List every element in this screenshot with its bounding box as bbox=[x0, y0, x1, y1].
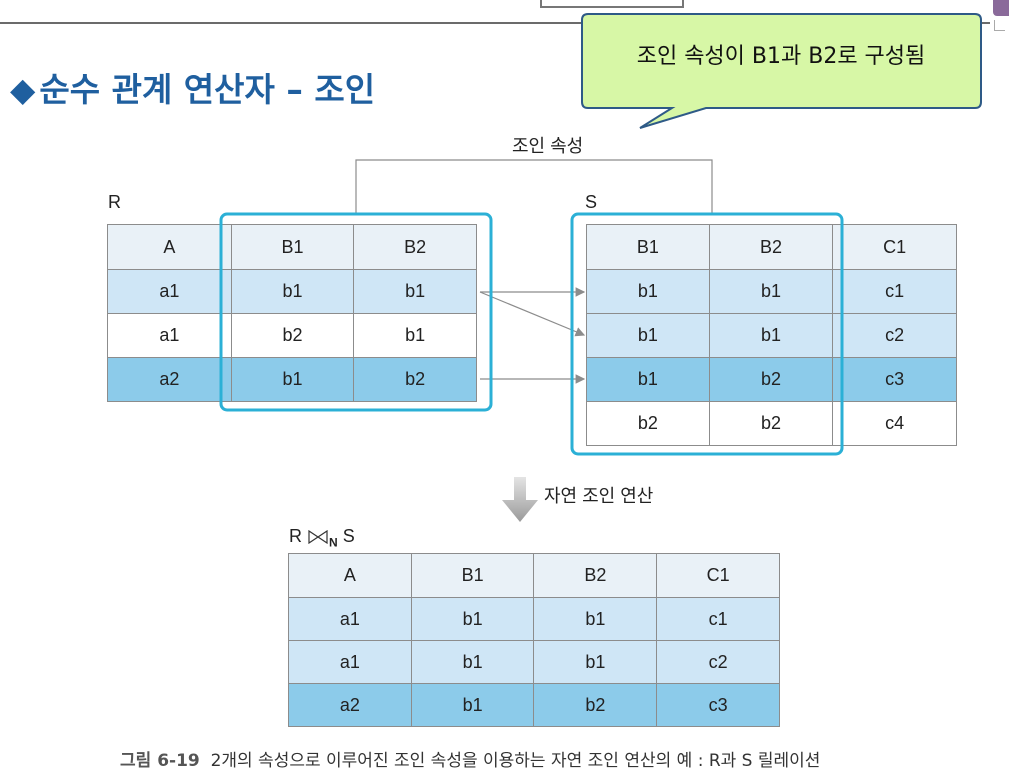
result-left-name: R bbox=[289, 526, 302, 546]
table-header-row: A B1 B2 bbox=[107, 224, 477, 270]
table-cell: b1 bbox=[533, 597, 658, 641]
table-row: a1 b1 b1 c1 bbox=[288, 597, 780, 641]
table-cell: b1 bbox=[230, 357, 355, 402]
table-cell: c2 bbox=[656, 640, 780, 684]
page-title-text: 순수 관계 연산자 – 조인 bbox=[39, 70, 376, 109]
down-arrow-icon bbox=[502, 477, 538, 522]
table-cell: b1 bbox=[708, 269, 834, 314]
table-cell: c4 bbox=[832, 401, 957, 446]
table-cell: b1 bbox=[410, 683, 535, 727]
header-cell: A bbox=[107, 224, 232, 270]
table-cell: b1 bbox=[586, 313, 710, 358]
result-relation-name: R N S bbox=[289, 526, 355, 550]
table-cell: b2 bbox=[230, 313, 355, 358]
top-tab-marker bbox=[540, 0, 684, 8]
table-cell: c3 bbox=[832, 357, 957, 402]
header-cell: C1 bbox=[832, 224, 957, 270]
table-row: b1 b1 c2 bbox=[586, 313, 957, 358]
table-cell: b1 bbox=[708, 313, 834, 358]
table-row: a2 b1 b2 bbox=[107, 357, 477, 402]
table-cell: c1 bbox=[656, 597, 780, 641]
table-row: b2 b2 c4 bbox=[586, 401, 957, 446]
figure-caption-text: 2개의 속성으로 이루어진 조인 속성을 이용하는 자연 조인 연산의 예 : … bbox=[210, 751, 821, 771]
header-cell: B2 bbox=[708, 224, 834, 270]
result-right-name: S bbox=[342, 526, 355, 546]
relation-r-name: R bbox=[108, 192, 121, 212]
table-row: a1 b2 b1 bbox=[107, 313, 477, 358]
header-cell: B2 bbox=[533, 553, 658, 598]
header-cell: B1 bbox=[230, 224, 355, 270]
table-cell: b2 bbox=[353, 357, 477, 402]
corner-decoration-line bbox=[994, 20, 1005, 31]
table-row: a2 b1 b2 c3 bbox=[288, 683, 780, 727]
join-attribute-label: 조인 속성 bbox=[512, 136, 584, 156]
result-join-subscript: N bbox=[329, 535, 338, 550]
table-cell: b2 bbox=[533, 683, 658, 727]
table-cell: b1 bbox=[410, 640, 535, 684]
table-cell: b2 bbox=[708, 401, 834, 446]
figure-number: 그림 6-19 bbox=[120, 751, 200, 771]
join-attribute-bracket bbox=[355, 159, 713, 214]
arrow-r1-s2 bbox=[479, 291, 586, 337]
table-header-row: A B1 B2 C1 bbox=[288, 553, 780, 598]
table-cell: b1 bbox=[353, 313, 477, 358]
table-cell: c3 bbox=[656, 683, 780, 727]
table-header-row: B1 B2 C1 bbox=[586, 224, 957, 270]
table-row: a1 b1 b1 c2 bbox=[288, 640, 780, 684]
callout-text: 조인 속성이 B1과 B2로 구성됨 bbox=[636, 44, 926, 69]
table-cell: b1 bbox=[586, 269, 710, 314]
bowtie-join-icon bbox=[308, 530, 328, 545]
table-cell: b1 bbox=[410, 597, 535, 641]
table-cell: a1 bbox=[288, 597, 412, 641]
relation-r-table: A B1 B2 a1 b1 b1 a1 b2 b1 a2 b1 b2 bbox=[107, 224, 477, 402]
table-cell: b1 bbox=[533, 640, 658, 684]
diamond-bullet-icon: ◆ bbox=[10, 70, 36, 109]
result-table: A B1 B2 C1 a1 b1 b1 c1 a1 b1 b1 c2 a2 b1… bbox=[288, 553, 780, 727]
s-join-attribute-highlight bbox=[570, 212, 844, 456]
table-row: b1 b1 c1 bbox=[586, 269, 957, 314]
figure-caption: 그림 6-19 2개의 속성으로 이루어진 조인 속성을 이용하는 자연 조인 … bbox=[120, 746, 820, 771]
header-cell: B2 bbox=[353, 224, 477, 270]
relation-s-table: B1 B2 C1 b1 b1 c1 b1 b1 c2 b1 b2 c3 b2 b… bbox=[586, 224, 957, 446]
table-row: b1 b2 c3 bbox=[586, 357, 957, 402]
relation-s-name: S bbox=[585, 192, 598, 212]
corner-decoration bbox=[993, 0, 1009, 16]
table-cell: a2 bbox=[288, 683, 412, 727]
table-cell: a2 bbox=[107, 357, 232, 402]
table-cell: b1 bbox=[230, 269, 355, 314]
table-cell: a1 bbox=[288, 640, 412, 684]
natural-join-label: 자연 조인 연산 bbox=[544, 486, 654, 506]
page-title: ◆순수 관계 연산자 – 조인 bbox=[10, 63, 375, 111]
top-rule bbox=[0, 22, 990, 24]
r-join-attribute-highlight bbox=[219, 212, 493, 412]
table-row: a1 b1 b1 bbox=[107, 269, 477, 314]
table-cell: a1 bbox=[107, 269, 232, 314]
header-cell: A bbox=[288, 553, 412, 598]
header-cell: C1 bbox=[656, 553, 780, 598]
table-cell: b2 bbox=[708, 357, 834, 402]
table-cell: c2 bbox=[832, 313, 957, 358]
header-cell: B1 bbox=[410, 553, 535, 598]
